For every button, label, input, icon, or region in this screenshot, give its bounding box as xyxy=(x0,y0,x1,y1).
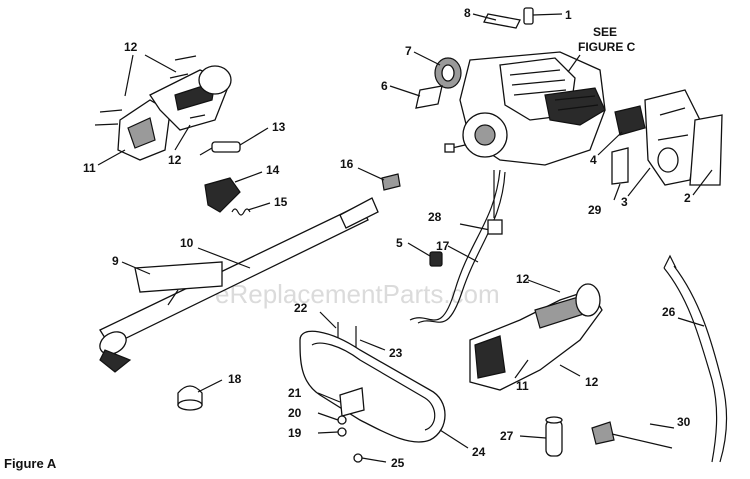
strap-part xyxy=(663,254,728,463)
spring-part xyxy=(231,208,251,216)
callout-6: 6 xyxy=(381,79,388,93)
callout-24: 24 xyxy=(472,445,486,459)
decal-29-part xyxy=(611,147,629,185)
wire-harness-part xyxy=(407,169,506,324)
callout-4: 4 xyxy=(590,153,597,167)
callout-25: 25 xyxy=(391,456,405,470)
label-decal-part xyxy=(483,13,521,29)
callout-19: 19 xyxy=(288,426,302,440)
callout-16: 16 xyxy=(340,157,354,171)
callout-20: 20 xyxy=(288,406,302,420)
callout-7: 7 xyxy=(405,44,412,58)
callout-11-lower: 11 xyxy=(516,379,529,393)
screws-group xyxy=(94,54,206,151)
tool-30-part xyxy=(591,421,675,449)
spark-plug-part xyxy=(523,7,563,25)
callout-26: 26 xyxy=(662,305,676,319)
pin-27-part xyxy=(519,416,563,457)
callout-27: 27 xyxy=(500,429,514,443)
callout-13: 13 xyxy=(272,120,286,134)
callout-12-right: 12 xyxy=(516,272,530,286)
clamp-part xyxy=(177,379,223,411)
loop-handle-part xyxy=(299,330,446,443)
callout-18: 18 xyxy=(228,372,242,386)
callout-9: 9 xyxy=(112,254,119,268)
callout-labels: 1 2 3 4 5 6 7 8 9 10 11 11 12 12 12 12 1… xyxy=(83,6,691,470)
watermark-text: eReplacementParts.com xyxy=(215,279,500,309)
callout-12-mid: 12 xyxy=(168,153,182,167)
see-figure-note-line2: FIGURE C xyxy=(578,40,636,54)
switch-wire-part xyxy=(199,127,269,156)
engine-assembly xyxy=(444,51,606,166)
callout-8: 8 xyxy=(464,6,471,20)
decal-part xyxy=(415,85,443,109)
callout-29: 29 xyxy=(588,203,602,217)
callout-17: 17 xyxy=(436,239,450,253)
handle-lower-group xyxy=(469,279,603,391)
callout-28: 28 xyxy=(428,210,442,224)
filter-pad-part xyxy=(614,105,646,136)
callout-22: 22 xyxy=(294,301,308,315)
air-cover-part xyxy=(644,89,701,186)
trigger-part xyxy=(204,177,241,213)
callout-2: 2 xyxy=(684,191,691,205)
callout-1: 1 xyxy=(565,8,572,22)
handle-upper-group xyxy=(117,65,232,161)
cover-plate-part xyxy=(689,114,723,186)
callout-23: 23 xyxy=(389,346,403,360)
air-filter-part xyxy=(413,51,462,89)
callout-30: 30 xyxy=(677,415,691,429)
hardware-part xyxy=(317,387,387,463)
callout-3: 3 xyxy=(621,195,628,209)
callout-10: 10 xyxy=(180,236,194,250)
callout-15: 15 xyxy=(274,195,288,209)
figure-label: Figure A xyxy=(4,456,57,471)
drive-tube-part xyxy=(99,197,379,373)
callout-12-top: 12 xyxy=(124,40,138,54)
callout-12-low: 12 xyxy=(585,375,599,389)
callout-14: 14 xyxy=(266,163,280,177)
callout-11-upper: 11 xyxy=(83,161,96,175)
callout-21: 21 xyxy=(288,386,302,400)
tube-label-part xyxy=(134,261,223,293)
callout-5: 5 xyxy=(396,236,403,250)
see-figure-note-line1: SEE xyxy=(593,25,617,39)
coupler-part xyxy=(381,173,401,191)
